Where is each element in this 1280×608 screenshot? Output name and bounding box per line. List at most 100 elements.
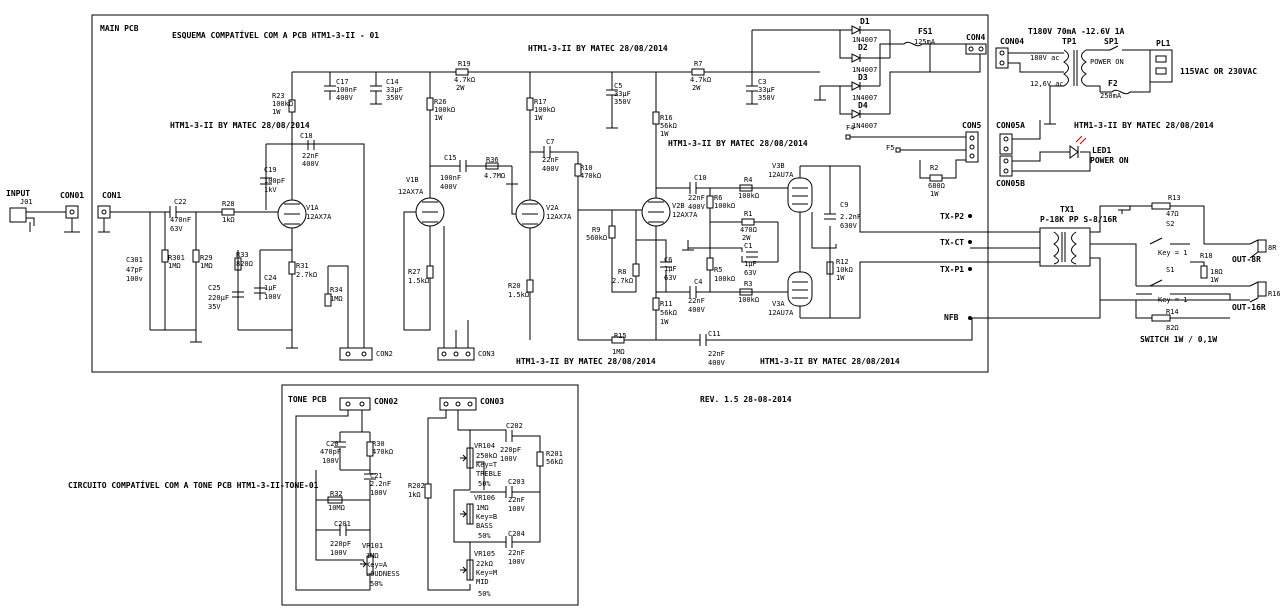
pl1-label: PL1 <box>1156 39 1171 48</box>
r31-label: R31 <box>296 262 309 270</box>
vr101-name: LOUDNESS <box>366 570 400 578</box>
c20-voltage: 100V <box>322 457 340 465</box>
c24-voltage: 100V <box>264 293 282 301</box>
byline-bottom: HTM1-3-II BY MATEC 28/08/2014 <box>516 357 656 366</box>
out8-ohm: 8R <box>1268 244 1277 252</box>
con3-connector <box>437 347 475 361</box>
r7-watt: 2W <box>692 84 701 92</box>
r30-resistor <box>366 441 374 457</box>
r5-value: 100kΩ <box>714 275 735 283</box>
tone-note: CIRCUITO COMPATÍVEL COM A TONE PCB HTM1-… <box>68 479 319 490</box>
f2-value: 250mA <box>1100 92 1122 100</box>
r20-value: 1.5kΩ <box>508 291 529 299</box>
ground-symbols <box>190 100 1123 349</box>
j01-label: J01 <box>20 198 33 206</box>
c25-voltage: 35V <box>208 303 221 311</box>
r14-value: 82Ω <box>1166 324 1179 332</box>
r201-value: 56kΩ <box>546 458 563 466</box>
c10-voltage: 400V <box>688 203 706 211</box>
c14-voltage: 350V <box>386 94 404 102</box>
d4-label: D4 <box>858 101 868 110</box>
c25-value: 220µF <box>208 294 229 302</box>
r5-label: R5 <box>714 266 722 274</box>
r8-resistor <box>632 263 640 277</box>
vr106-name: BASS <box>476 522 493 530</box>
c202-voltage: 100V <box>500 455 518 463</box>
c201-voltage: 100V <box>330 549 348 557</box>
vr106-percent: 50% <box>478 532 491 540</box>
r1-label: R1 <box>744 210 752 218</box>
c1-capacitor <box>746 251 758 258</box>
tx-p2-label: TX-P2 <box>940 212 964 221</box>
r19-resistor <box>455 68 469 76</box>
c9-value: 2.2nF <box>840 213 861 221</box>
c203-capacitor <box>505 486 513 498</box>
r15-resistor <box>611 336 625 344</box>
c19-value: 100pF <box>264 177 285 185</box>
byline-top: HTM1-3-II BY MATEC 28/08/2014 <box>528 44 668 53</box>
vr101-percent: 50% <box>370 580 383 588</box>
c18-voltage: 400V <box>302 160 320 168</box>
vr104-value: 250kΩ <box>476 452 497 460</box>
c22-value: 470nF <box>170 216 191 224</box>
r15-label: R15 <box>614 332 627 340</box>
r7-label: R7 <box>694 60 702 68</box>
c11-capacitor <box>699 334 707 346</box>
c1-voltage: 63V <box>744 269 757 277</box>
con02-connector <box>339 397 371 411</box>
r3-resistor <box>739 288 753 296</box>
transformer-spec: T180V 70mA -12.6V 1A <box>1028 27 1125 36</box>
vr106-key: Key=B <box>476 513 497 521</box>
r10-resistor <box>574 163 582 177</box>
tx-p1-label: TX-P1 <box>940 265 964 274</box>
out16-ohm: R16 <box>1268 290 1280 298</box>
c24-value: 1µF <box>264 284 277 292</box>
r31-resistor <box>288 261 296 275</box>
con05b-connector <box>999 155 1013 177</box>
c20-value: 470pF <box>320 448 341 456</box>
v1b-tube <box>415 197 445 227</box>
v2a-type: 12AX7A <box>546 213 572 221</box>
v1b-type: 12AX7A <box>398 188 424 196</box>
c204-value: 22nF <box>508 549 525 557</box>
r32-label: R32 <box>330 490 343 498</box>
out8-jack-icon <box>1249 239 1267 259</box>
c201-capacitor <box>339 524 347 536</box>
pl1-mains-plug-icon <box>1149 49 1173 83</box>
r19-watt: 2W <box>456 84 465 92</box>
r2-resistor <box>929 174 943 182</box>
r6-value: 100kΩ <box>714 202 735 210</box>
c21-capacitor <box>364 473 376 480</box>
r13-value: 47Ω <box>1166 210 1179 218</box>
r4-label: R4 <box>744 176 752 184</box>
d1-label: D1 <box>860 17 870 26</box>
r23-label: R23 <box>272 92 285 100</box>
con03-label: CON03 <box>480 397 504 406</box>
r5-resistor <box>706 257 714 271</box>
c7-voltage: 400V <box>542 165 560 173</box>
c203-label: C203 <box>508 478 525 486</box>
con1-connector <box>97 205 111 219</box>
con05a-connector <box>999 133 1013 155</box>
r12-value: 10kΩ <box>836 266 853 274</box>
r9-value: 560kΩ <box>586 234 607 242</box>
s2-key: Key = 1 <box>1158 249 1188 257</box>
led1-caption: POWER ON <box>1090 156 1129 165</box>
mains-label: 115VAC OR 230VAC <box>1180 67 1257 76</box>
c15-value: 100nF <box>440 174 461 182</box>
vr105-pot <box>460 559 474 581</box>
r26-watt: 1W <box>434 114 443 122</box>
c15-label: C15 <box>444 154 457 162</box>
c5-value: 33µF <box>614 90 631 98</box>
r11-label: R11 <box>660 300 673 308</box>
con03-connector <box>439 397 477 411</box>
r301-label: R301 <box>168 254 185 262</box>
r2-label: R2 <box>930 164 938 172</box>
c15-capacitor <box>459 160 467 172</box>
d4-type: 1N4007 <box>852 122 877 130</box>
r29-value: 1MΩ <box>200 262 213 270</box>
d2-label: D2 <box>858 43 868 52</box>
c204-label: C204 <box>508 530 525 538</box>
r23-resistor <box>288 99 296 113</box>
v1a-tube <box>277 199 307 229</box>
